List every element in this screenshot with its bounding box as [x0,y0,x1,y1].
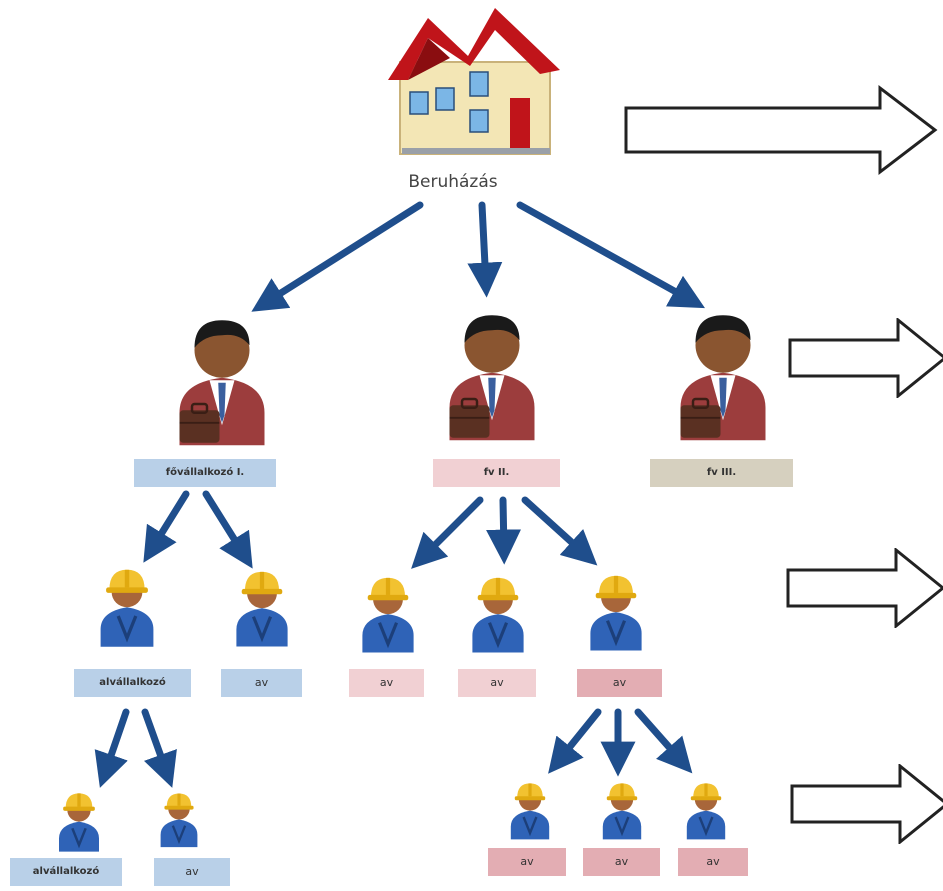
subcontractor-label: av [221,669,302,697]
worker-icon [685,782,727,841]
subcontractor-label: av [349,669,424,697]
subcontractor-label: alvállalkozó [10,858,122,886]
main-contractor-label: fv II. [433,459,560,487]
hollow-right-arrow-icon [786,548,943,628]
subcontractor-label: av [458,669,536,697]
hollow-right-arrow-icon [788,318,943,398]
root-label: Beruházás [408,172,498,192]
worker-icon [57,792,101,853]
hollow-right-arrow-icon [790,764,943,844]
worker-icon [470,576,526,655]
worker-icon [159,792,199,849]
worker-icon [509,782,551,841]
house-icon [388,8,560,155]
worker-icon [601,782,643,841]
worker-icon [234,570,290,649]
hollow-right-arrow-icon [624,84,938,176]
businessman-icon [448,313,536,442]
main-contractor-label: fv III. [650,459,793,487]
worker-icon [98,568,156,649]
businessman-icon [679,313,767,442]
subcontractor-label: av [577,669,662,697]
subcontractor-label: alvállalkozó [74,669,191,697]
worker-icon [588,574,644,653]
subcontractor-label: av [678,848,748,876]
root-arrows [94,201,706,788]
businessman-icon [178,318,266,447]
subcontractor-label: av [583,848,660,876]
main-contractor-label: fővállalkozó I. [134,459,276,487]
subcontractor-label: av [488,848,566,876]
subcontractor-label: av [154,858,230,886]
worker-icon [360,576,416,655]
